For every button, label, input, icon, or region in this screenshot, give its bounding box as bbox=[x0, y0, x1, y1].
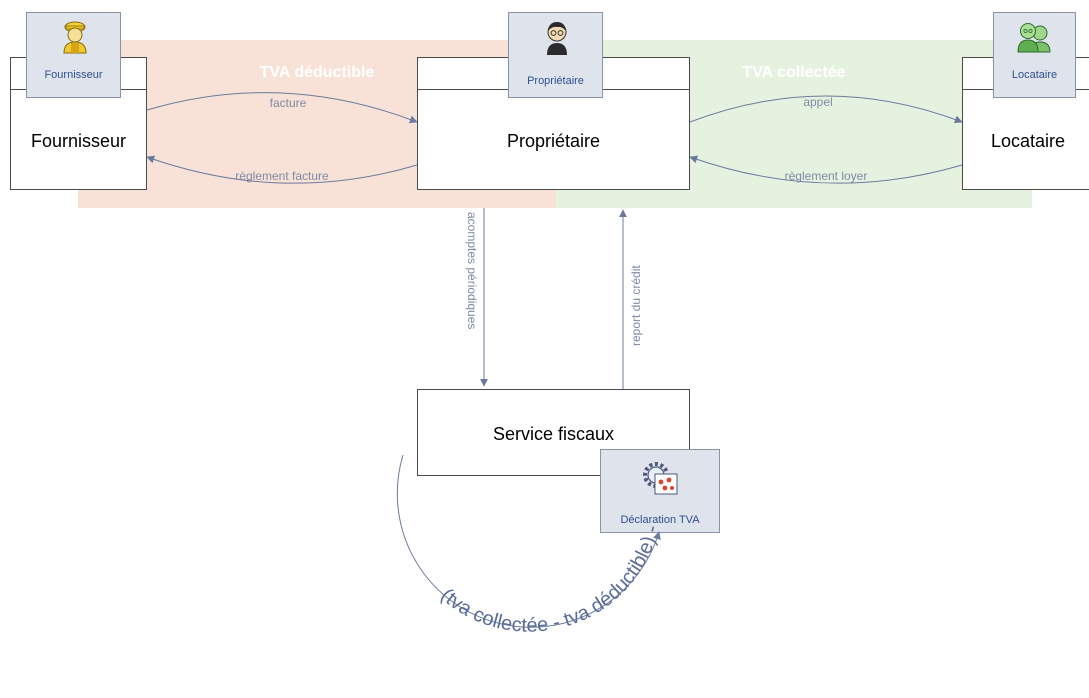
label-formula: (tva collectée - tva déductible) - acomp… bbox=[0, 0, 664, 637]
badge-declaration-tva[interactable]: Déclaration TVA bbox=[600, 449, 720, 533]
badge-locataire-label: Locataire bbox=[1011, 69, 1058, 81]
entity-fournisseur-label: Fournisseur bbox=[30, 131, 127, 151]
gear-document-icon bbox=[641, 460, 681, 498]
zone-tva-collectee-label: TVA collectée bbox=[742, 64, 846, 81]
label-reglement-facture: règlement facture bbox=[235, 169, 329, 183]
worker-icon bbox=[60, 20, 90, 54]
badge-proprietaire[interactable]: Propriétaire bbox=[508, 12, 603, 98]
badge-locataire[interactable]: Locataire bbox=[993, 12, 1076, 98]
entity-proprietaire-label: Propriétaire bbox=[506, 131, 601, 151]
label-reglement-loyer: règlement loyer bbox=[785, 169, 868, 183]
arrow-reglement-loyer bbox=[689, 155, 963, 184]
zone-tva-deductible-label: TVA déductible bbox=[259, 64, 375, 81]
label-formula-path: (tva collectée - tva déductible) - acomp… bbox=[0, 0, 664, 637]
label-acomptes-periodiques: acomptes périodiques bbox=[465, 212, 479, 329]
label-report-credit: report du crédit bbox=[629, 265, 643, 346]
entity-locataire-label: Locataire bbox=[990, 131, 1066, 151]
badge-proprietaire-label: Propriétaire bbox=[527, 75, 584, 87]
badge-fournisseur[interactable]: Fournisseur bbox=[26, 12, 121, 98]
arrow-appel bbox=[689, 95, 963, 124]
badge-fournisseur-label: Fournisseur bbox=[44, 69, 103, 81]
label-facture: facture bbox=[270, 96, 307, 110]
arrow-facture bbox=[146, 92, 418, 124]
label-appel: appel bbox=[803, 95, 832, 109]
entity-service-fiscaux-label: Service fiscaux bbox=[492, 424, 615, 444]
arrow-formula-loop bbox=[396, 454, 661, 628]
badge-declaration-tva-label: Déclaration TVA bbox=[620, 514, 700, 526]
owner-person-icon bbox=[542, 19, 572, 55]
tenants-icon bbox=[1016, 20, 1052, 53]
arrow-reglement-facture bbox=[146, 155, 418, 184]
